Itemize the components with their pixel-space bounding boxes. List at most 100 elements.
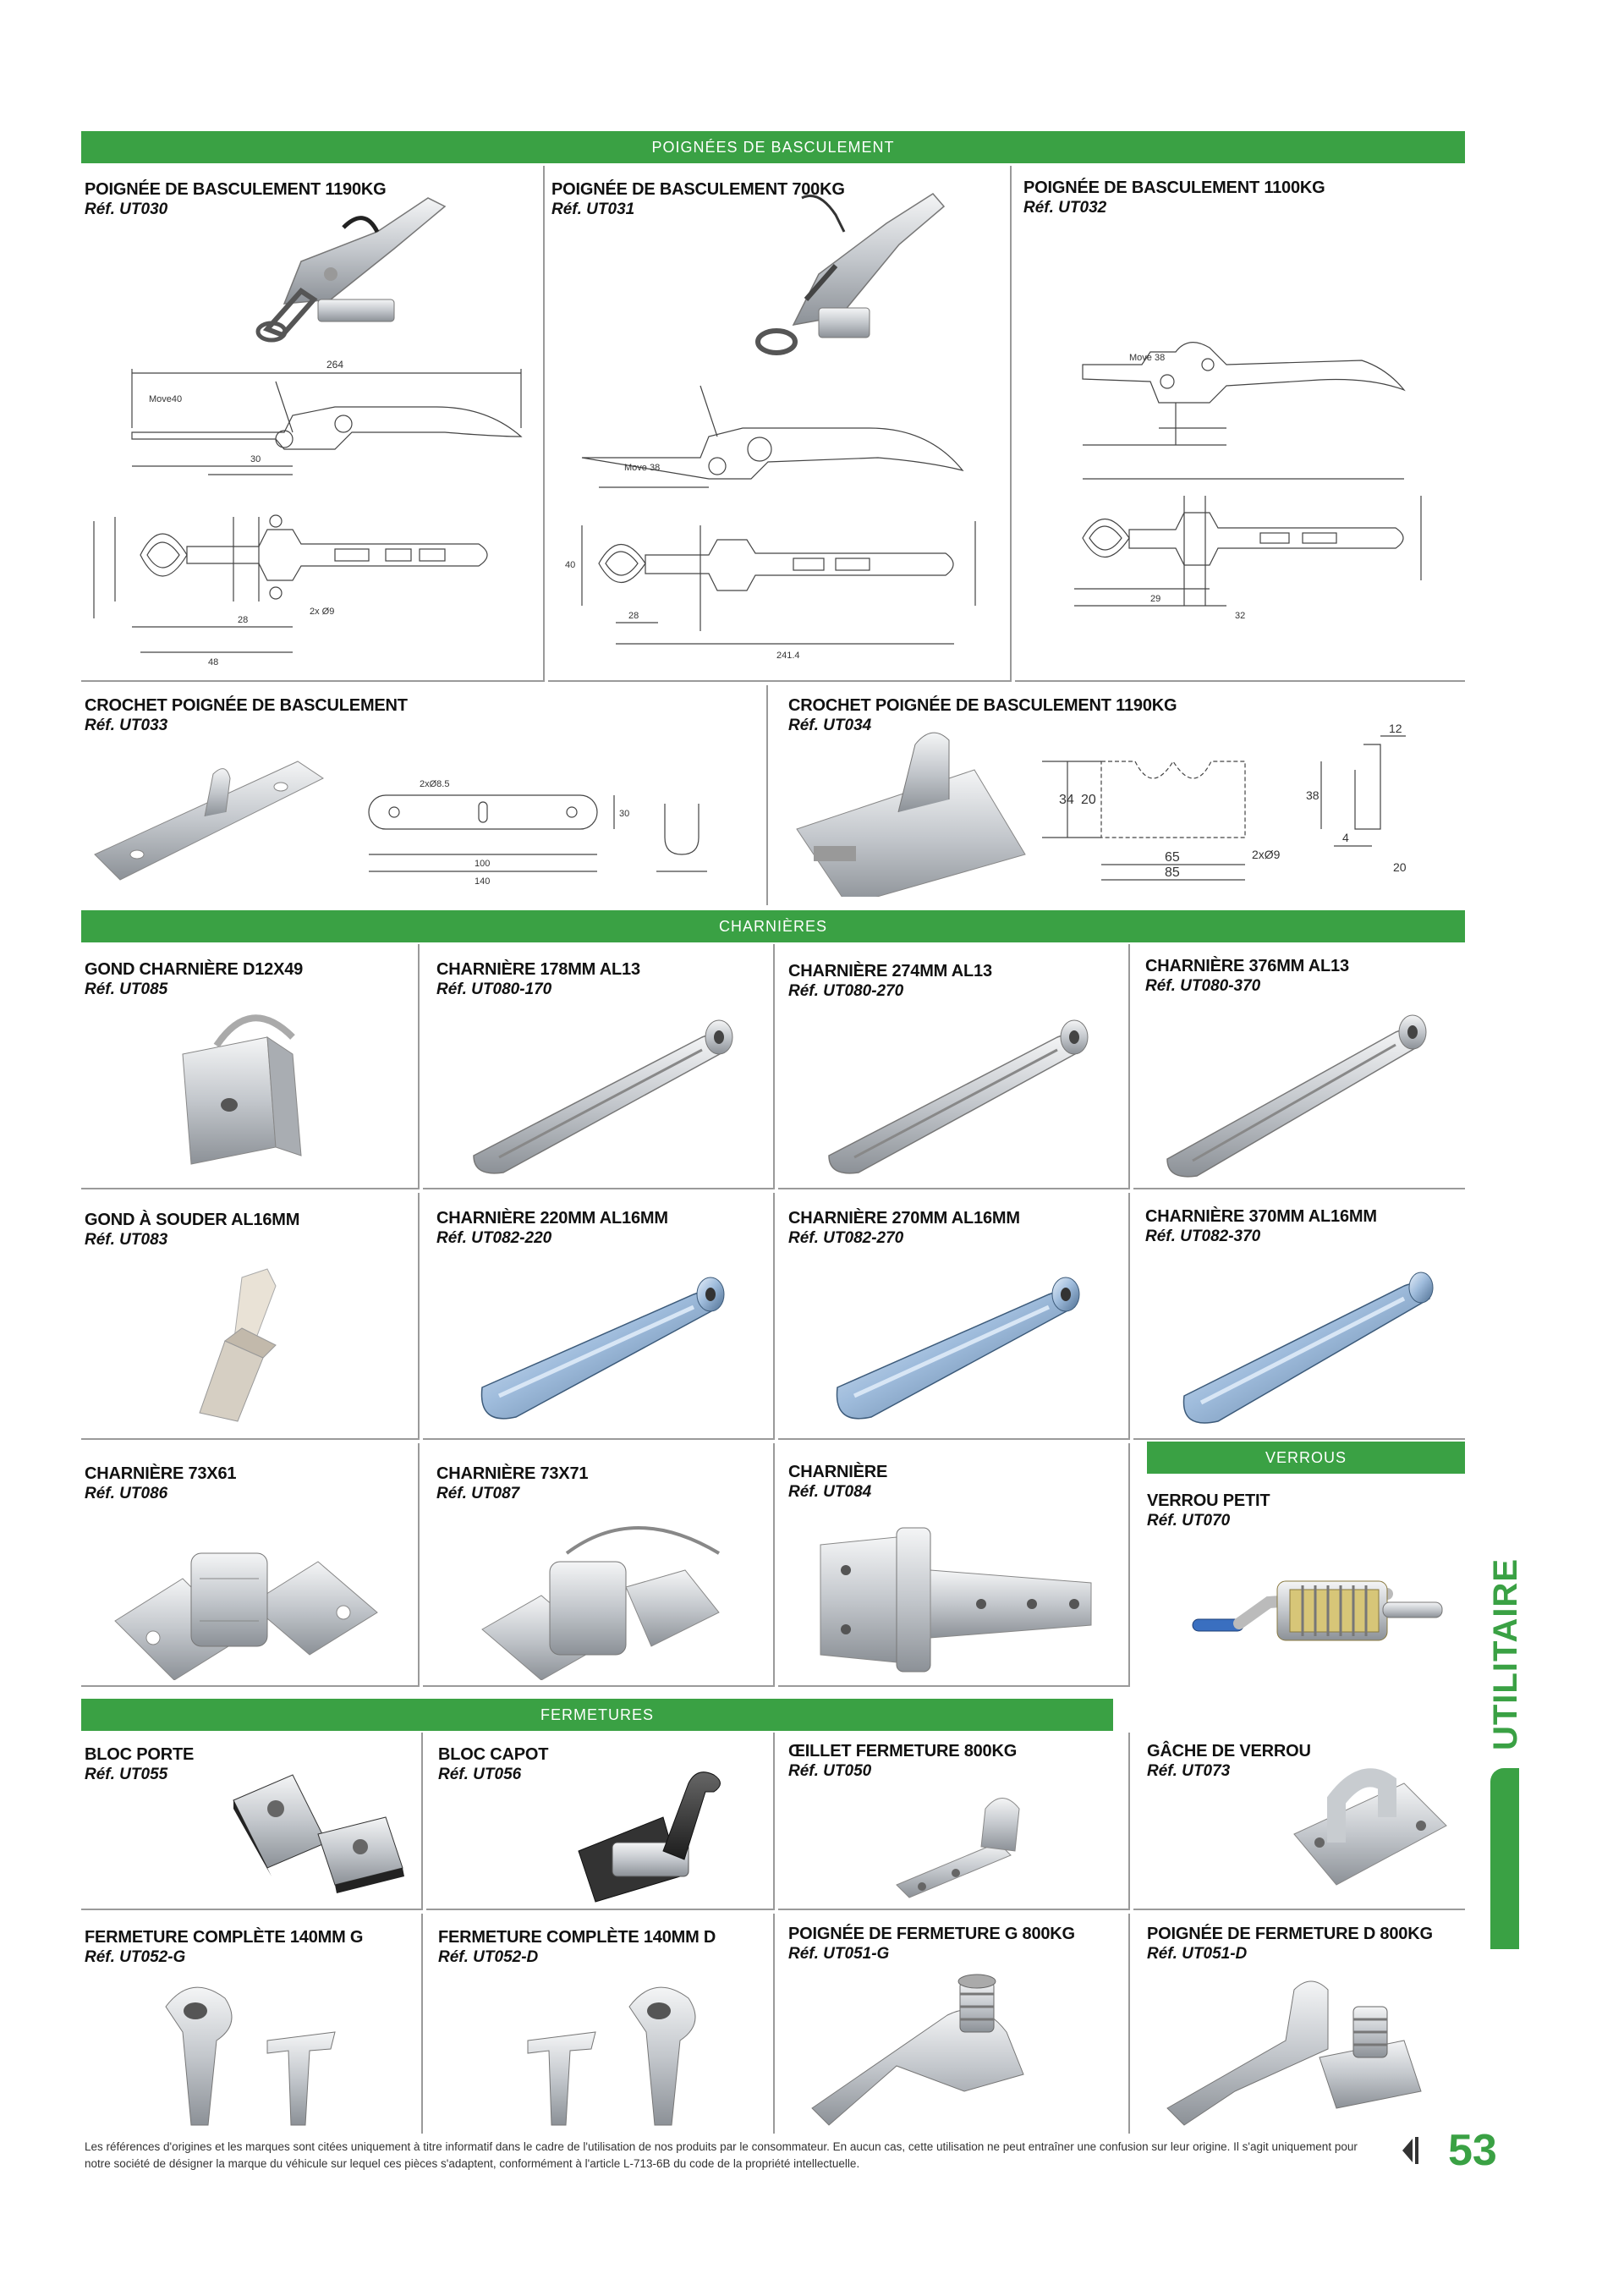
drawing-dim-label: 2xØ9 xyxy=(1252,848,1281,861)
product-photo xyxy=(1293,1768,1447,1886)
product-card-ut083[interactable]: GOND À SOUDER AL16MM Réf. UT083 xyxy=(81,1193,420,1440)
product-card-ut030[interactable]: POIGNÉE DE BASCULEMENT 1190KG Réf. UT030… xyxy=(81,166,545,682)
product-ref: Réf. UT052-D xyxy=(438,1948,539,1966)
technical-drawing: Move 38 241.4 28 40 xyxy=(565,385,976,661)
product-photo xyxy=(1166,1014,1427,1178)
product-card-ut052-d[interactable]: FERMETURE COMPLÈTE 140MM D Réf. UT052-D xyxy=(426,1914,775,2134)
drawing-dim-label: 28 xyxy=(628,611,639,621)
page-arrow-icon xyxy=(1402,2139,1413,2162)
product-ref: Réf. UT052-G xyxy=(85,1948,186,1966)
product-title: POIGNÉE DE BASCULEMENT 1100KG xyxy=(1023,179,1325,197)
product-card-ut056[interactable]: BLOC CAPOT Réf. UT056 xyxy=(426,1733,775,1910)
product-ref: Réf. UT083 xyxy=(85,1231,168,1249)
product-photo xyxy=(828,1019,1089,1174)
drawing-dim-label: 38 xyxy=(1306,788,1320,802)
product-title: CHARNIÈRE 73X61 xyxy=(85,1464,237,1483)
product-photo xyxy=(182,1014,302,1165)
section-header-fermetures: FERMETURES xyxy=(81,1699,1113,1731)
side-tab-label: UTILITAIRE xyxy=(1472,1548,1539,1760)
product-photo xyxy=(480,1277,725,1420)
product-photo xyxy=(1182,1272,1434,1424)
product-card-ut082-220[interactable]: CHARNIÈRE 220MM AL16MM Réf. UT082-220 xyxy=(423,1193,775,1440)
product-ref: Réf. UT033 xyxy=(85,717,168,734)
product-ref: Réf. UT056 xyxy=(438,1766,522,1783)
product-title: BLOC CAPOT xyxy=(438,1745,549,1764)
product-photo xyxy=(811,1974,1024,2126)
product-photo xyxy=(578,1771,721,1903)
technical-drawing: 34 20 65 85 2xØ9 12 38 4 20 xyxy=(1042,722,1407,881)
product-title: POIGNÉE DE BASCULEMENT 700KG xyxy=(551,180,845,199)
product-title: FERMETURE COMPLÈTE 140MM D xyxy=(438,1928,716,1947)
product-title: ŒILLET FERMETURE 800KG xyxy=(788,1742,1018,1760)
section-header-basculement: POIGNÉES DE BASCULEMENT xyxy=(81,131,1465,163)
product-title: GOND CHARNIÈRE D12X49 xyxy=(85,960,304,979)
product-title: POIGNÉE DE FERMETURE G 800KG xyxy=(788,1925,1075,1943)
product-ref: Réf. UT080-370 xyxy=(1145,977,1261,995)
product-card-ut051-g[interactable]: POIGNÉE DE FERMETURE G 800KG Réf. UT051-… xyxy=(778,1914,1130,2134)
drawing-dim-label: 241.4 xyxy=(776,651,800,661)
drawing-dim-label: 85 xyxy=(1165,865,1180,880)
section-header-verrous: VERROUS xyxy=(1147,1442,1465,1474)
drawing-dim-label: 48 xyxy=(208,657,218,667)
product-photo xyxy=(114,1552,378,1680)
technical-drawing: 2xØ8.5 100 140 30 xyxy=(368,779,707,887)
product-ref: Réf. UT051-D xyxy=(1147,1945,1248,1963)
product-photo xyxy=(473,1019,733,1174)
product-title: CHARNIÈRE 270MM AL16MM xyxy=(788,1209,1020,1228)
product-ref: Réf. UT034 xyxy=(788,717,872,734)
drawing-dim-label: 40 xyxy=(565,560,575,570)
product-card-ut034[interactable]: CROCHET POIGNÉE DE BASCULEMENT 1190KG Ré… xyxy=(771,685,1465,905)
product-title: CHARNIÈRE 220MM AL16MM xyxy=(436,1209,668,1228)
product-card-ut052-g[interactable]: FERMETURE COMPLÈTE 140MM G Réf. UT052-G xyxy=(81,1914,423,2134)
product-card-ut087[interactable]: CHARNIÈRE 73X71 Réf. UT087 xyxy=(423,1443,775,1687)
product-card-ut082-270[interactable]: CHARNIÈRE 270MM AL16MM Réf. UT082-270 xyxy=(778,1193,1130,1440)
product-title: CHARNIÈRE 73X71 xyxy=(436,1464,589,1483)
drawing-dim-label: 20 xyxy=(1081,793,1096,807)
product-card-ut050[interactable]: ŒILLET FERMETURE 800KG Réf. UT050 xyxy=(778,1733,1130,1910)
product-card-ut086[interactable]: CHARNIÈRE 73X61 Réf. UT086 xyxy=(81,1443,420,1687)
drawing-dim-label: 28 xyxy=(238,615,248,625)
product-card-ut070[interactable]: VERROU PETIT Réf. UT070 xyxy=(1133,1475,1465,1687)
product-card-ut084[interactable]: CHARNIÈRE Réf. UT084 xyxy=(778,1443,1130,1687)
product-title: CROCHET POIGNÉE DE BASCULEMENT xyxy=(85,696,408,715)
product-photo xyxy=(755,193,946,355)
product-ref: Réf. UT032 xyxy=(1023,199,1107,217)
drawing-dim-label: 30 xyxy=(250,454,261,464)
product-title: CHARNIÈRE 274MM AL13 xyxy=(788,962,992,980)
product-ref: Réf. UT080-270 xyxy=(788,982,904,1000)
product-ref: Réf. UT085 xyxy=(85,980,168,998)
product-ref: Réf. UT073 xyxy=(1147,1762,1231,1780)
product-card-ut051-d[interactable]: POIGNÉE DE FERMETURE D 800KG Réf. UT051-… xyxy=(1133,1914,1465,2134)
product-title: VERROU PETIT xyxy=(1147,1491,1270,1510)
product-title: BLOC PORTE xyxy=(85,1745,195,1764)
drawing-dim-label: 34 xyxy=(1059,793,1074,807)
product-card-ut085[interactable]: GOND CHARNIÈRE D12X49 Réf. UT085 xyxy=(81,944,420,1189)
product-photo xyxy=(481,1526,721,1680)
drawing-dim-label: 140 xyxy=(475,876,490,887)
product-photo xyxy=(836,1277,1080,1420)
product-ref: Réf. UT030 xyxy=(85,200,168,218)
product-title: POIGNÉE DE FERMETURE D 800KG xyxy=(1147,1925,1433,1943)
page-bar-icon xyxy=(1415,2137,1418,2164)
product-card-ut080-170[interactable]: CHARNIÈRE 178MM AL13 Réf. UT080-170 xyxy=(423,944,775,1189)
product-card-ut032[interactable]: POIGNÉE DE BASCULEMENT 1100KG Réf. UT032… xyxy=(1015,166,1465,682)
drawing-dim-label: Move 38 xyxy=(1129,353,1165,363)
product-photo xyxy=(94,761,324,881)
product-card-ut080-270[interactable]: CHARNIÈRE 274MM AL13 Réf. UT080-270 xyxy=(778,944,1130,1189)
product-card-ut073[interactable]: GÂCHE DE VERROU Réf. UT073 xyxy=(1133,1733,1465,1910)
drawing-dim-label: 20 xyxy=(1393,860,1407,874)
product-ref: Réf. UT086 xyxy=(85,1485,168,1502)
product-ref: Réf. UT082-270 xyxy=(788,1229,904,1247)
footer-disclaimer: Les références d'origines et les marques… xyxy=(85,2140,1358,2170)
drawing-dim-label: Move40 xyxy=(149,394,182,404)
product-card-ut082-370[interactable]: CHARNIÈRE 370MM AL16MM Réf. UT082-370 xyxy=(1133,1193,1465,1440)
product-title: FERMETURE COMPLÈTE 140MM G xyxy=(85,1928,364,1947)
product-title: CHARNIÈRE 370MM AL16MM xyxy=(1145,1207,1377,1226)
product-title: CROCHET POIGNÉE DE BASCULEMENT 1190KG xyxy=(788,696,1177,715)
product-ref: Réf. UT055 xyxy=(85,1766,168,1783)
product-card-ut055[interactable]: BLOC PORTE Réf. UT055 xyxy=(81,1733,423,1910)
product-card-ut033[interactable]: CROCHET POIGNÉE DE BASCULEMENT Réf. UT03… xyxy=(81,685,768,905)
product-card-ut031[interactable]: POIGNÉE DE BASCULEMENT 700KG Réf. UT031 … xyxy=(548,166,1012,682)
product-card-ut080-370[interactable]: CHARNIÈRE 376MM AL13 Réf. UT080-370 xyxy=(1133,944,1465,1189)
product-photo xyxy=(896,1798,1020,1898)
